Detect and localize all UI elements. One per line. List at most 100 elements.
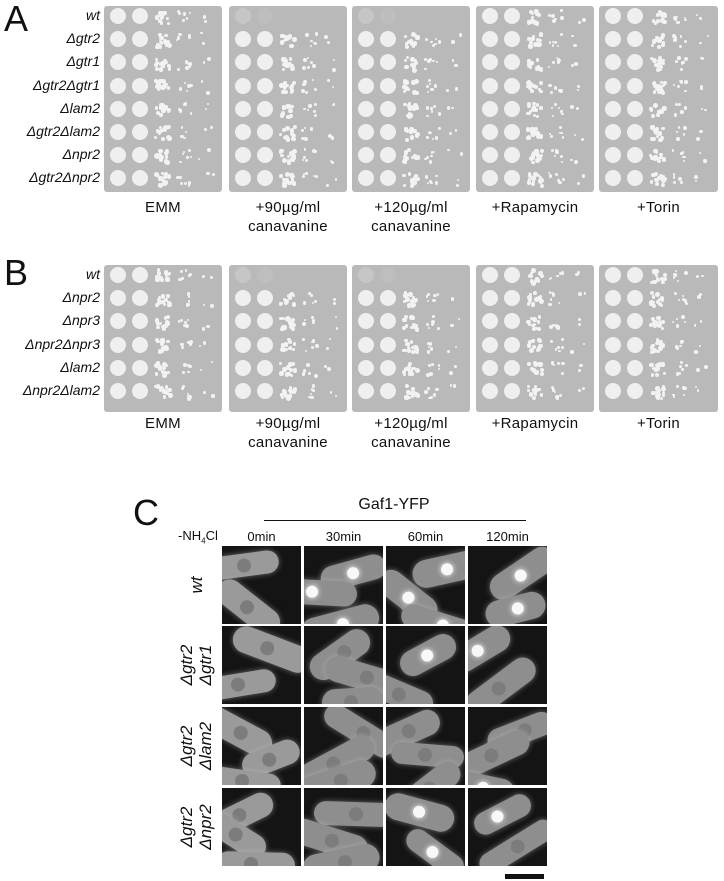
yeast-colony — [526, 134, 532, 140]
yeast-spot — [257, 336, 273, 353]
nucleus — [510, 601, 526, 617]
yeast-colony — [409, 135, 414, 140]
yeast-colony — [304, 136, 309, 141]
time-label: 60min — [407, 529, 444, 544]
yeast-colony — [661, 386, 666, 392]
yeast-colony — [163, 175, 167, 179]
yeast-colony — [658, 67, 663, 71]
yeast-colony — [531, 160, 535, 165]
yeast-spot — [132, 100, 148, 117]
yeast-colony — [530, 11, 534, 15]
yeast-colony — [560, 131, 563, 135]
yeast-colony — [428, 82, 432, 86]
yeast-spot — [257, 170, 273, 187]
yeast-spot — [482, 170, 498, 187]
yeast-colony — [180, 343, 184, 347]
yeast-spot — [358, 170, 374, 187]
yeast-colony — [412, 299, 417, 304]
yeast-colony — [158, 276, 163, 281]
yeast-colony — [402, 79, 408, 84]
yeast-colony — [673, 292, 677, 296]
yeast-colony — [539, 89, 543, 94]
yeast-colony — [404, 156, 410, 161]
yeast-colony — [187, 341, 191, 345]
yeast-colony — [283, 89, 288, 94]
yeast-colony — [159, 39, 163, 43]
yeast-colony — [183, 136, 187, 140]
yeast-colony — [408, 38, 414, 44]
yeast-colony — [675, 317, 678, 321]
yeast-colony — [699, 41, 702, 44]
yeast-colony — [314, 344, 319, 348]
yeast-colony — [539, 175, 543, 179]
yeast-colony — [408, 101, 412, 106]
yeast-spot — [627, 267, 643, 283]
yeast-colony — [333, 298, 337, 302]
yeast-colony — [306, 362, 310, 367]
yeast-colony — [553, 40, 558, 45]
yeast-colony — [660, 17, 665, 23]
yeast-colony — [552, 364, 555, 367]
yeast-colony — [158, 36, 162, 40]
yeast-colony — [203, 127, 207, 131]
yeast-colony — [202, 42, 205, 45]
yeast-colony — [407, 148, 412, 153]
yeast-colony — [656, 390, 661, 394]
yeast-colony — [653, 324, 658, 329]
condition-label: +90µg/ml — [255, 415, 321, 432]
yeast-colony — [311, 301, 315, 305]
condition-label: +Rapamycin — [491, 199, 579, 216]
yeast-colony — [671, 149, 675, 152]
yeast-colony — [652, 128, 658, 134]
yeast-colony — [560, 161, 563, 164]
yeast-colony — [656, 278, 660, 283]
yeast-colony — [310, 127, 313, 130]
yeast-colony — [301, 136, 305, 140]
yeast-colony — [160, 349, 165, 353]
yeast-colony — [186, 318, 189, 321]
agar-plate — [104, 6, 222, 192]
yeast-spot — [358, 336, 374, 353]
yeast-colony — [183, 181, 188, 186]
yeast-colony — [447, 148, 450, 152]
yeast-colony — [408, 126, 414, 131]
yeast-colony — [452, 384, 457, 388]
yeast-spot — [482, 313, 498, 330]
yeast-colony — [183, 362, 188, 367]
yeast-colony — [532, 179, 536, 184]
yeast-colony — [559, 125, 563, 129]
yeast-colony — [704, 364, 709, 369]
yeast-colony — [290, 327, 295, 332]
yeast-spot — [358, 8, 374, 24]
yeast-colony — [558, 349, 561, 353]
yeast-colony — [303, 148, 307, 151]
yeast-colony — [706, 35, 709, 38]
yeast-colony — [312, 321, 316, 325]
yeast-colony — [655, 277, 659, 281]
yeast-colony — [526, 388, 530, 392]
yeast-spot — [380, 31, 396, 48]
micrograph — [304, 626, 383, 704]
yeast-colony — [280, 347, 286, 352]
yeast-colony — [178, 32, 183, 37]
yeast-colony — [650, 349, 655, 354]
yeast-colony — [536, 37, 540, 42]
yeast-colony — [156, 175, 160, 179]
yeast-colony — [286, 104, 290, 109]
yeast-colony — [154, 275, 159, 279]
yeast-colony — [533, 291, 537, 295]
condition-sublabel: canavanine — [371, 218, 451, 235]
yeast-colony — [529, 109, 533, 113]
yeast-colony — [156, 297, 162, 302]
yeast-colony — [554, 391, 557, 394]
yeast-colony — [176, 175, 180, 180]
yeast-colony — [155, 42, 160, 47]
yeast-colony — [181, 134, 185, 138]
yeast-colony — [653, 20, 658, 25]
yeast-colony — [654, 181, 660, 187]
yeast-colony — [531, 268, 536, 274]
yeast-spot — [132, 147, 148, 164]
yeast-colony — [678, 177, 682, 182]
yeast-colony — [560, 16, 564, 20]
yeast-colony — [426, 181, 429, 184]
